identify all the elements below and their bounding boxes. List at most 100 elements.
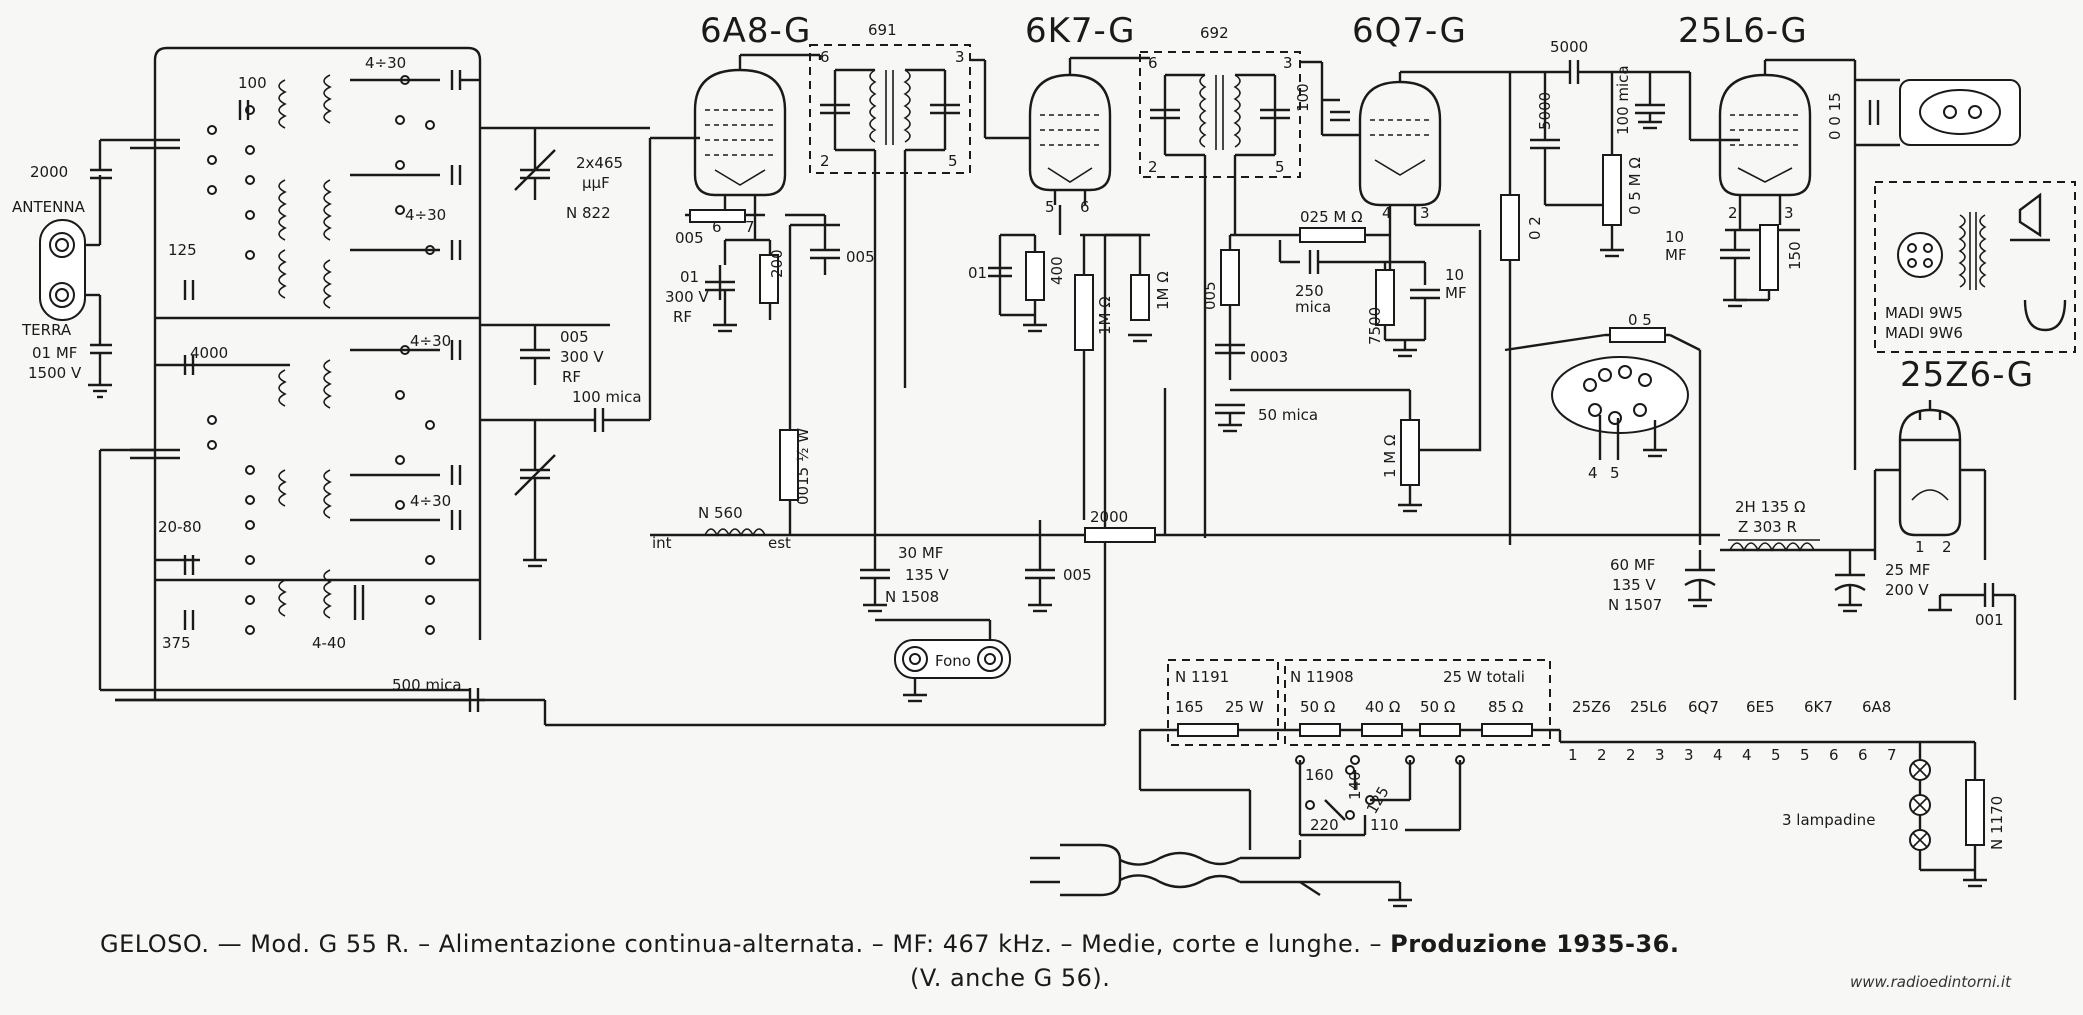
if692-pin-3: 3 [1283, 54, 1293, 72]
volt-220-label: 220 [1310, 816, 1339, 834]
25l6g-pin-3: 3 [1784, 204, 1794, 222]
watermark: www.radioedintorni.it [1850, 973, 2011, 991]
tube-6q7g [1358, 72, 1442, 225]
25z6-pin-2: 2 [1942, 538, 1952, 556]
lamps-label: 3 lampadine [1782, 811, 1875, 829]
antenna-terminal-block [39, 138, 130, 399]
cap-0003-label: 0003 [1250, 348, 1288, 366]
cap-60mf-part: N 1507 [1608, 596, 1662, 614]
volume-pot-label: 1 M Ω [1381, 435, 1399, 478]
resistor-box-n11908 [1284, 659, 1551, 746]
resistor-0015-label: 0015 ½ W [794, 428, 812, 505]
cap-005d-label: 005 [1063, 566, 1092, 584]
resistor-0-2-label: 0 2 [1526, 216, 1544, 240]
tube-6a8g [650, 53, 822, 215]
heater-pin-label: 2 [1626, 746, 1636, 764]
cap-01-voltage: 300 V [665, 288, 709, 306]
heater-pin-label: 2 [1597, 746, 1607, 764]
terra-cap-voltage: 1500 V [28, 364, 82, 382]
cap-30mf-voltage: 135 V [905, 566, 949, 584]
resistor-1m-a [1074, 274, 1094, 351]
cap-100-label: 100 [238, 74, 267, 92]
heater-pin-label: 3 [1655, 746, 1665, 764]
coil-int-label: int [652, 534, 672, 552]
trimmer-label-5: 4-40 [312, 634, 346, 652]
n11908-label: N 11908 [1290, 668, 1354, 686]
6k7g-pin-6: 6 [1080, 198, 1090, 216]
cap-125-label: 125 [168, 241, 197, 259]
madi-9w5-label: MADI 9W5 [1885, 304, 1963, 322]
cap-250-label: 250 [1295, 282, 1324, 300]
heater-tube-label: 6K7 [1804, 698, 1833, 716]
gang-cap-value: 2x465 [576, 154, 623, 172]
resistor-025m-label: 025 M Ω [1300, 208, 1363, 226]
resistor-1m-b-label: 1M Ω [1154, 271, 1172, 310]
cap-60mf-voltage: 135 V [1612, 576, 1656, 594]
cap-20-80-label: 20-80 [158, 518, 202, 536]
caption-line1: GELOSO. — Mod. G 55 R. – Alimentazione c… [100, 930, 1391, 958]
heater-pin-label: 4 [1713, 746, 1723, 764]
antenna-label: ANTENNA [12, 198, 86, 216]
resistor-05-label: 0 5 [1628, 311, 1652, 329]
resistor-50a-label: 50 Ω [1300, 698, 1335, 716]
resistor-400-label: 400 [1048, 256, 1066, 285]
rf-section [98, 46, 485, 702]
tube-title-25z6g: 25Z6-G [1900, 355, 2034, 395]
cap-10mf-unit: MF [1445, 284, 1467, 302]
heater-pin-label: 5 [1800, 746, 1810, 764]
cap-5000b-label: 5000 [1536, 92, 1554, 130]
tube-title-25l6g: 25L6-G [1678, 11, 1808, 51]
cap-100b-label: 100 [1294, 83, 1312, 112]
6a8g-pin-6: 6 [712, 218, 722, 236]
cap-005-rf: RF [562, 368, 581, 386]
trimmer-label-2: 4÷30 [405, 206, 446, 224]
6q7g-pin-3: 3 [1420, 204, 1430, 222]
caption-line2: (V. anche G 56). [910, 964, 1111, 992]
cap-100-mica2-label: 100 mica [1614, 65, 1632, 135]
volt-110-label: 110 [1370, 816, 1399, 834]
if691-pin-2: 2 [820, 152, 830, 170]
resistor-165-label: 165 [1175, 698, 1204, 716]
trimmer-1 [350, 70, 480, 90]
resistor-7500-label: 7500 [1366, 307, 1384, 345]
total-25w-label: 25 W totali [1443, 668, 1525, 686]
resistor-005-det-label: 005 [1201, 281, 1219, 310]
if-transformer-691 [809, 44, 971, 174]
if-transformer-692 [1139, 51, 1301, 178]
if692-pin-6: 6 [1148, 54, 1158, 72]
cap-0015-label: 0 0 15 [1826, 92, 1844, 140]
heater-pin-label: 4 [1742, 746, 1752, 764]
resistor-50b-label: 50 Ω [1420, 698, 1455, 716]
n1191-label: N 1191 [1175, 668, 1229, 686]
resistor-05m [1602, 154, 1622, 226]
choke-part: Z 303 R [1738, 518, 1797, 536]
eye-pin-5: 5 [1610, 464, 1620, 482]
cap-375-label: 375 [162, 634, 191, 652]
25l6g-pin-2: 2 [1728, 204, 1738, 222]
resistor-05m-label: 0 5 M Ω [1626, 157, 1644, 215]
gang-cap-unit: μμF [582, 174, 610, 192]
if691-pin-5: 5 [948, 152, 958, 170]
caption-production: Produzione 1935-36. [1390, 930, 1680, 958]
cap-30mf-part: N 1508 [885, 588, 939, 606]
heater-pin-label: 6 [1829, 746, 1839, 764]
cap-005b-label: 005 [675, 229, 704, 247]
trimmer-label-4: 4÷30 [410, 492, 451, 510]
choke-label: 2H 135 Ω [1735, 498, 1805, 516]
osc-grid-resistor [689, 209, 746, 223]
resistor-1m-a-label: 1M Ω [1096, 296, 1114, 335]
coil-n560-label: N 560 [698, 504, 743, 522]
heater-tube-label: 6A8 [1862, 698, 1891, 716]
volume-potentiometer [1400, 419, 1420, 486]
tube-title-6k7g: 6K7-G [1025, 11, 1135, 51]
6q7g-pin-4: 4 [1382, 204, 1392, 222]
tube-6k7g [1028, 58, 1112, 205]
cap-01-rf: RF [673, 308, 692, 326]
if691-pin-6: 6 [820, 48, 830, 66]
cap-01-k7-label: 01 [968, 264, 987, 282]
volt-160-label: 160 [1305, 766, 1334, 784]
resistor-n1170-label: N 1170 [1988, 796, 2006, 850]
